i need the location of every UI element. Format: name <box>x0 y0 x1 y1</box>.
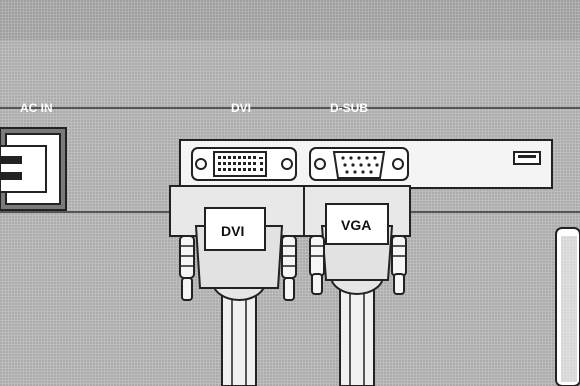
dvi-plug <box>169 185 305 301</box>
vga-plug-label: VGA <box>341 217 371 233</box>
dvi-plug-label: DVI <box>221 223 244 239</box>
dsub-port-label: D-SUB <box>330 101 368 115</box>
dvi-port-icon <box>191 147 297 181</box>
vga-port-icon <box>309 147 409 181</box>
ac-socket-icon <box>0 127 67 211</box>
vga-plug <box>303 185 411 295</box>
usb-port-icon <box>513 151 541 165</box>
dvi-port-label: DVI <box>231 101 251 115</box>
ac-in-label: AC IN <box>20 101 53 115</box>
